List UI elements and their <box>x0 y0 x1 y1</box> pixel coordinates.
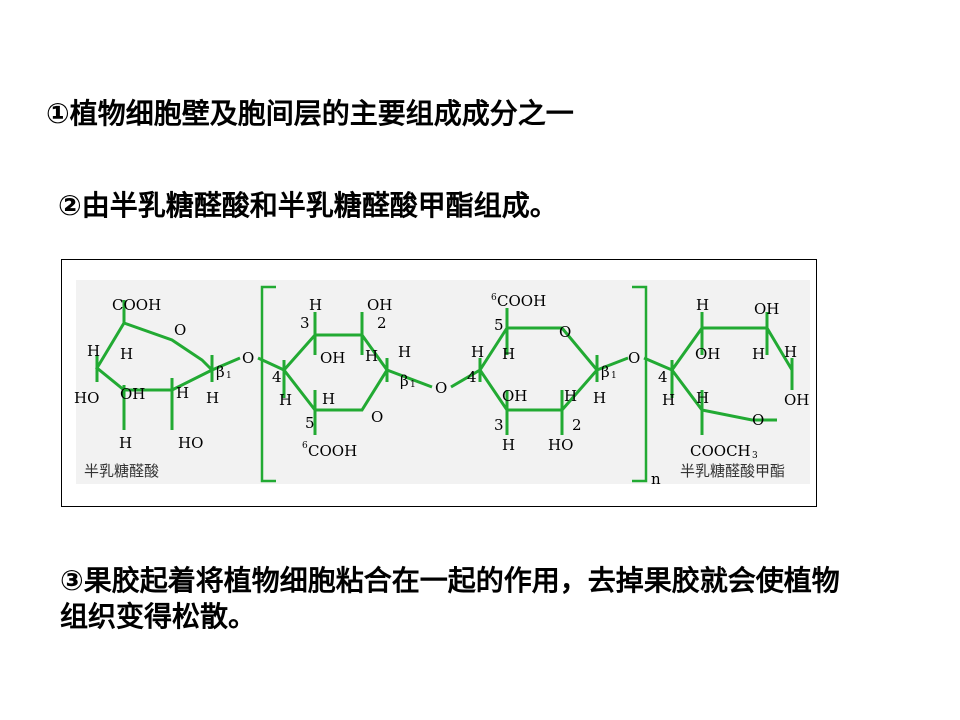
ring1-h-3: H <box>176 384 189 402</box>
ring3-ho: HO <box>548 436 573 454</box>
caption-methyl-ester: 半乳糖醛酸甲酯 <box>680 462 785 480</box>
ring3-num5: 5 <box>494 316 504 334</box>
ring1-beta: β <box>216 363 225 381</box>
ring4-h-mid: H <box>752 345 765 363</box>
ring3-num3: 3 <box>494 416 504 434</box>
pectin-structure-svg: COOH O H H HO OH H H β 1 H HO O H <box>74 280 810 488</box>
ring4-num4: 4 <box>658 368 668 386</box>
ring1-bond-top <box>123 321 214 372</box>
ring4-oh-right: OH <box>784 391 809 409</box>
ring2-num2: 2 <box>377 314 387 332</box>
ring3-h-1: H <box>471 343 484 361</box>
ring2-beta: β <box>400 372 409 390</box>
ring3-num2: 2 <box>572 416 582 434</box>
ring4-h-top: H <box>696 296 709 314</box>
ring-3: 6 COOH 5 O H H 4 OH H H β 1 3 2 H HO <box>450 292 629 454</box>
caption-galacturonic-acid: 半乳糖醛酸 <box>84 462 159 480</box>
ring1-ho: HO <box>74 389 99 407</box>
ring3-h-5: H <box>502 436 515 454</box>
ring1-beta-num: 1 <box>226 371 232 381</box>
ring3-o: O <box>559 323 571 341</box>
ring4-h-low: H <box>696 389 709 407</box>
ring2-h-mid: H <box>365 347 378 365</box>
ring2-num3: 3 <box>300 314 310 332</box>
ring4-bond-top <box>670 326 794 371</box>
ring4-coochs-sub: 3 <box>752 451 758 461</box>
repeat-n: n <box>651 470 661 488</box>
ring1-h-4: H <box>206 389 219 407</box>
link-o-1: O <box>242 349 254 367</box>
ring4-bond-link <box>643 356 673 372</box>
ring2-num4: 4 <box>272 368 282 386</box>
ring3-beta: β <box>601 363 610 381</box>
ring-1: COOH O H H HO OH H H β 1 H HO <box>74 296 241 452</box>
statement-2: ②由半乳糖醛酸和半乳糖醛酸甲酯组成。 <box>58 189 558 222</box>
ring-4: H OH OH H H 4 H H O OH COOCH 3 <box>643 296 809 461</box>
bracket-right <box>632 285 648 483</box>
ring1-h-5: H <box>119 434 132 452</box>
ring2-bond-link-out <box>386 368 433 389</box>
ring3-bond-link <box>450 368 481 389</box>
ring1-oh: OH <box>120 385 145 403</box>
statement-1: ①植物细胞壁及胞间层的主要组成成分之一 <box>46 97 574 130</box>
statement-3: ③果胶起着将植物细胞粘合在一起的作用，去掉果胶就会使植物组织变得松散。 <box>60 564 840 633</box>
ring2-oh: OH <box>320 349 345 367</box>
ring3-cooh: COOH <box>497 292 546 310</box>
ring1-h-1: H <box>87 342 100 360</box>
ring2-h-low: H <box>322 390 335 408</box>
pectin-structure-diagram: COOH O H H HO OH H H β 1 H HO O H <box>61 259 817 507</box>
ring2-num5: 5 <box>305 414 315 432</box>
ring3-num6: 6 <box>491 293 497 303</box>
ring4-coochs: COOCH <box>690 442 751 460</box>
ring4-h-right: H <box>784 343 797 361</box>
bracket-left <box>260 285 276 483</box>
ring1-h-2: H <box>120 345 133 363</box>
ring2-h-right: H <box>398 343 411 361</box>
ring4-oh-top: OH <box>754 300 779 318</box>
ring2-bond-link <box>257 356 285 372</box>
ring1-o: O <box>174 321 186 339</box>
ring1-cooh: COOH <box>112 296 161 314</box>
link-o-3: O <box>628 349 640 367</box>
ring3-h-3: H <box>564 387 577 405</box>
ring2-num6: 6 <box>302 441 308 451</box>
ring2-o: O <box>371 408 383 426</box>
ring3-beta-num: 1 <box>611 371 617 381</box>
ring4-h-left: H <box>662 391 675 409</box>
ring2-beta-num: 1 <box>410 380 416 390</box>
diagram-panel <box>76 280 810 484</box>
ring4-o: O <box>752 411 764 429</box>
ring2-h-left: H <box>279 391 292 409</box>
ring2-h-top: H <box>309 296 322 314</box>
ring1-ho-2: HO <box>178 434 203 452</box>
ring-2: H OH 3 2 OH H H 4 β 1 H H 5 O 6 COOH <box>257 296 433 460</box>
ring3-oh: OH <box>502 387 527 405</box>
ring4-oh: OH <box>695 345 720 363</box>
ring3-h-4: H <box>593 389 606 407</box>
ring4-bond-bottom <box>670 369 777 422</box>
ring1-bond-link <box>211 356 241 372</box>
ring3-bond-link-out <box>596 356 629 372</box>
ring3-h-2: H <box>502 345 515 363</box>
link-o-2: O <box>435 379 447 397</box>
ring2-oh-top: OH <box>367 296 392 314</box>
ring2-cooh: COOH <box>308 442 357 460</box>
ring3-num4: 4 <box>467 368 477 386</box>
